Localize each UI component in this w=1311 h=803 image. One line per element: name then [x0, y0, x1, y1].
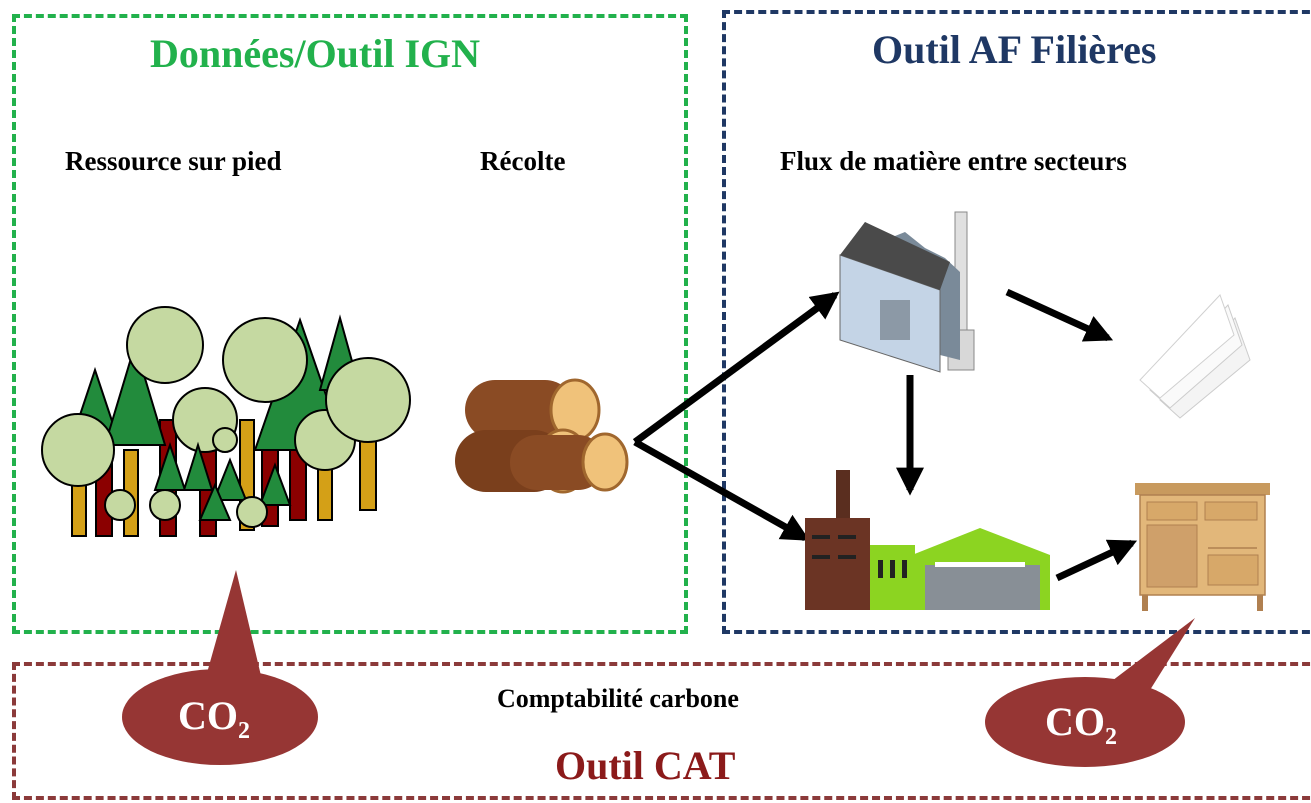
industrial-buildings-icon [805, 470, 1050, 610]
co2-subscript: 2 [1105, 724, 1117, 750]
cat-subtitle: Comptabilité carbone [497, 684, 739, 713]
co2-subscript: 2 [238, 718, 250, 744]
ressource-label: Ressource sur pied [65, 146, 282, 176]
furniture-cabinet-icon [1135, 483, 1270, 611]
paper-stack-icon [1139, 294, 1251, 419]
flow-arrows [632, 288, 1138, 582]
flux-label: Flux de matière entre secteurs [780, 146, 1127, 176]
co2-label-left: CO2 [178, 692, 250, 745]
co2-bubble-right [985, 618, 1195, 767]
co2-base: CO [1045, 699, 1105, 744]
co2-base: CO [178, 693, 238, 738]
forest-icon [41, 306, 411, 537]
recolte-label: Récolte [480, 146, 566, 176]
ign-box [12, 14, 688, 634]
af-filieres-box [722, 10, 1311, 634]
logs-icon [455, 378, 629, 494]
ign-title: Données/Outil IGN [150, 31, 481, 76]
co2-label-right: CO2 [1045, 698, 1117, 751]
factory-icon [839, 211, 975, 373]
cat-box [12, 662, 1311, 800]
af-filieres-title: Outil AF Filières [872, 27, 1157, 72]
co2-bubble-left [122, 570, 318, 765]
cat-title: Outil CAT [555, 743, 736, 788]
